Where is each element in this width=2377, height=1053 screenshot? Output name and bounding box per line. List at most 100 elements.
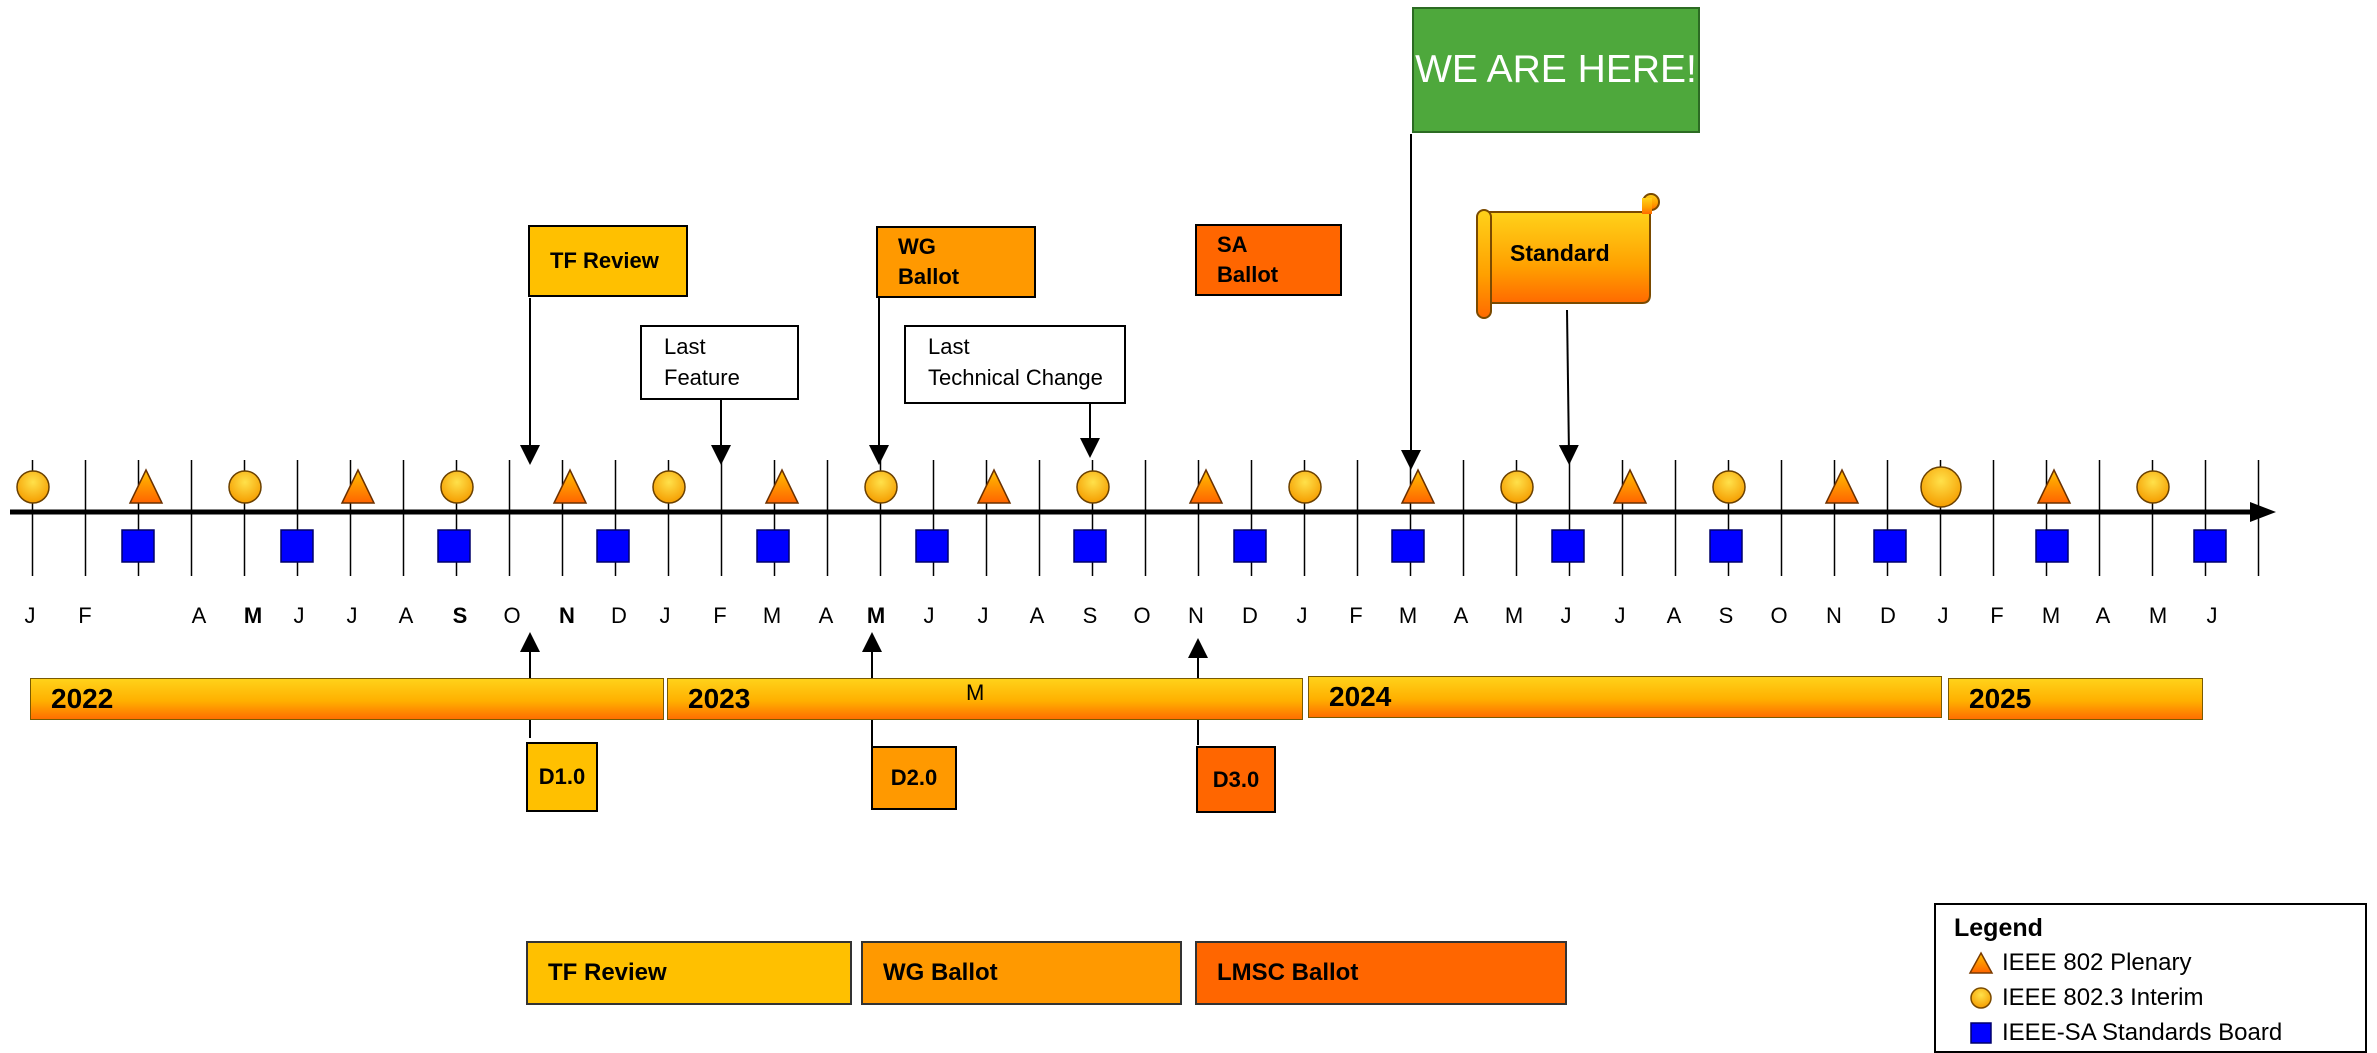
plenary-triangle-marker [1400,468,1436,504]
month-label: F [78,603,92,628]
month-label: J [659,603,671,628]
legend-item-interim: IEEE 802.3 Interim [1954,980,2365,1015]
month-label: N [1188,603,1204,628]
event-markers [16,466,2227,563]
standard-arrow [1558,309,1579,465]
plenary-triangle-marker [340,468,376,504]
year-bar-2024: 2024 [1308,676,1942,718]
draft-d2-box: D2.0 [871,746,957,810]
interim-circle-marker [2136,470,2170,504]
legend-label-interim: IEEE 802.3 Interim [2002,983,2204,1011]
year-bar-2025: 2025 [1948,678,2203,720]
month-label: S [1718,603,1734,628]
standards-board-square-marker [1073,529,1107,563]
interim-circle-marker [1076,470,1110,504]
month-label: M [243,603,263,628]
standards-board-square-marker [1873,529,1907,563]
last-feature-note: Last Feature [640,325,799,400]
plenary-triangle-marker [552,468,588,504]
month-label: O [503,603,521,628]
month-label: S [1082,603,1098,628]
circle-icon [1970,986,1992,1009]
interim-circle-marker [1288,470,1322,504]
phase-tf-review: TF Review [526,941,852,1005]
interim-circle-marker [1920,466,1962,508]
interim-circle-marker [1500,470,1534,504]
month-label: O [1770,603,1788,628]
standards-board-square-marker [2035,529,2069,563]
standard-scroll-shape [1476,193,1660,319]
phase-lmsc-ballot: LMSC Ballot [1195,941,1567,1005]
month-label: N [559,603,575,628]
month-label: A [1029,603,1045,628]
standards-board-square-marker [121,529,155,563]
phase-wg-ballot: WG Ballot [861,941,1182,1005]
we-are-here-callout: WE ARE HERE! [1412,7,1700,133]
month-label: J [24,603,36,628]
month-label: J [293,603,305,628]
standard-callout-label: Standard [1510,240,1610,266]
standards-board-square-marker [915,529,949,563]
interim-circle-marker [864,470,898,504]
year-bar-note: M [966,680,985,705]
square-icon [1970,1021,1992,1044]
standards-board-square-marker [2193,529,2227,563]
month-label: M [1398,603,1418,628]
month-label: J [2206,603,2218,628]
tf-review-callout: TF Review [528,225,688,297]
legend-label-standards-board: IEEE-SA Standards Board [2002,1018,2283,1046]
year-bar-2023: 2023 [667,678,1303,720]
legend: Legend IEEE 802 Plenary IEEE 802.3 Inter… [1934,903,2367,1053]
standards-board-square-marker [1551,529,1585,563]
month-label: M [1504,603,1524,628]
plenary-triangle-marker [1612,468,1648,504]
draft-d1-box: D1.0 [526,742,598,812]
plenary-triangle-marker [976,468,1012,504]
draft-d3-box: D3.0 [1196,746,1276,813]
plenary-triangle-marker [2036,468,2072,504]
month-label: A [398,603,414,628]
month-label: M [2148,603,2168,628]
interim-circle-marker [228,470,262,504]
month-label: D [1242,603,1258,628]
standards-board-square-marker [596,529,630,563]
wg-ballot-callout: WG Ballot [876,226,1036,298]
legend-label-plenary: IEEE 802 Plenary [2002,948,2192,976]
legend-item-plenary: IEEE 802 Plenary [1954,945,2365,980]
interim-circle-marker [440,470,474,504]
month-label: M [866,603,886,628]
plenary-triangle-marker [1188,468,1224,504]
month-label: A [818,603,834,628]
standards-board-square-marker [280,529,314,563]
standards-board-square-marker [756,529,790,563]
month-label: N [1826,603,1842,628]
last-technical-change-note: Last Technical Change [904,325,1126,404]
month-label: J [1296,603,1308,628]
month-label: M [762,603,782,628]
interim-circle-marker [652,470,686,504]
month-label: A [191,603,207,628]
legend-title: Legend [1954,914,2043,942]
month-label: S [452,603,468,628]
month-label: D [1880,603,1896,628]
plenary-triangle-marker [128,468,164,504]
timeline-arrowhead [2250,502,2276,522]
month-label: J [346,603,358,628]
interim-circle-marker [16,470,50,504]
month-label: J [1560,603,1572,628]
plenary-triangle-marker [1824,468,1860,504]
month-label: A [2095,603,2111,628]
month-label: O [1133,603,1151,628]
month-label: J [923,603,935,628]
interim-circle-marker [1712,470,1746,504]
month-label: J [977,603,989,628]
month-label: A [1453,603,1469,628]
month-label: F [1349,603,1363,628]
month-label: F [1990,603,2004,628]
legend-item-standards-board: IEEE-SA Standards Board [1954,1015,2365,1050]
month-label: J [1937,603,1949,628]
month-label: D [611,603,627,628]
month-label: J [1614,603,1626,628]
month-label: A [1666,603,1682,628]
